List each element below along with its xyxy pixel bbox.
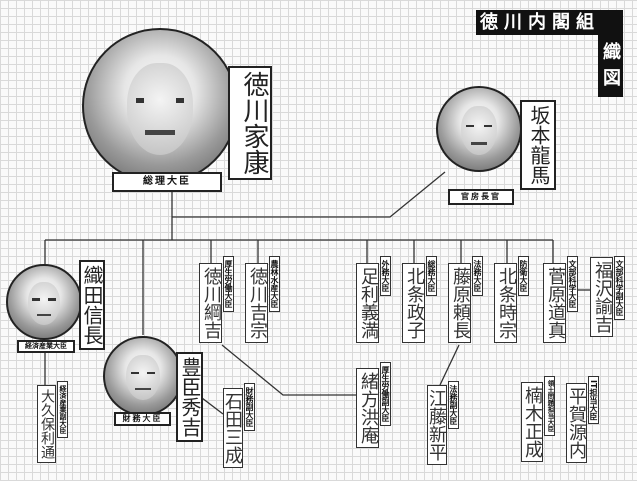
name-tokimune: 北条時宗 xyxy=(494,263,517,343)
role-ishida: 財務副大臣 xyxy=(244,383,255,431)
name-kusunoki: 楠木正成 xyxy=(521,382,543,462)
role-ogata: 厚生労働副大臣 xyxy=(380,362,391,426)
role-nobunaga: 経済産業大臣 xyxy=(17,340,75,353)
name-hideyoshi: 豊臣秀吉 xyxy=(176,352,203,442)
role-eto: 法務副大臣 xyxy=(448,381,459,429)
name-ogata: 緒方洪庵 xyxy=(356,368,379,448)
name-tsunayoshi: 徳川綱吉 xyxy=(199,263,222,343)
name-nobunaga: 織田信長 xyxy=(79,260,105,350)
name-yoshimune: 徳川吉宗 xyxy=(245,263,268,343)
role-yoshimitsu: 外務大臣 xyxy=(380,256,391,296)
portrait-ryoma xyxy=(436,86,522,172)
role-hiraga: IT担当大臣 xyxy=(588,376,599,425)
role-yoshimune: 農林水産大臣 xyxy=(269,256,280,312)
name-hiraga: 平賀源内 xyxy=(566,383,587,463)
name-yorinaga: 藤原頼長 xyxy=(448,263,471,343)
name-yoshimitsu: 足利義満 xyxy=(356,263,379,343)
role-kusunoki: 領土問題担当大臣 xyxy=(544,376,555,436)
name-ryoma: 坂本龍馬 xyxy=(520,100,556,190)
role-tsunayoshi: 厚生労働大臣 xyxy=(223,256,234,312)
name-ieyasu: 徳川家康 xyxy=(228,66,272,180)
name-okubo: 大久保利通 xyxy=(37,385,56,463)
name-masako: 北条政子 xyxy=(402,263,425,343)
role-tokimune: 防衛大臣 xyxy=(518,256,529,296)
role-fukuzawa: 文部科学副大臣 xyxy=(614,256,625,320)
title-banner-vertical: 織図 xyxy=(598,35,623,97)
name-eto: 江藤新平 xyxy=(426,385,447,465)
role-yorinaga: 法務大臣 xyxy=(472,256,483,296)
role-michizane: 文部科学大臣 xyxy=(567,256,578,312)
portrait-ieyasu xyxy=(82,28,238,184)
name-fukuzawa: 福沢諭吉 xyxy=(590,257,613,337)
portrait-nobunaga xyxy=(6,264,82,340)
role-okubo: 経済産業副大臣 xyxy=(57,381,68,438)
role-ryoma: 官房長官 xyxy=(448,189,514,205)
role-masako: 総務大臣 xyxy=(426,256,437,296)
portrait-hideyoshi xyxy=(103,336,183,416)
title-banner: 徳川内閣組 xyxy=(476,10,623,35)
name-ishida: 石田三成 xyxy=(222,388,243,468)
name-michizane: 菅原道真 xyxy=(543,263,566,343)
role-hideyoshi: 財務大臣 xyxy=(114,412,171,426)
role-ieyasu: 総理大臣 xyxy=(112,172,222,192)
